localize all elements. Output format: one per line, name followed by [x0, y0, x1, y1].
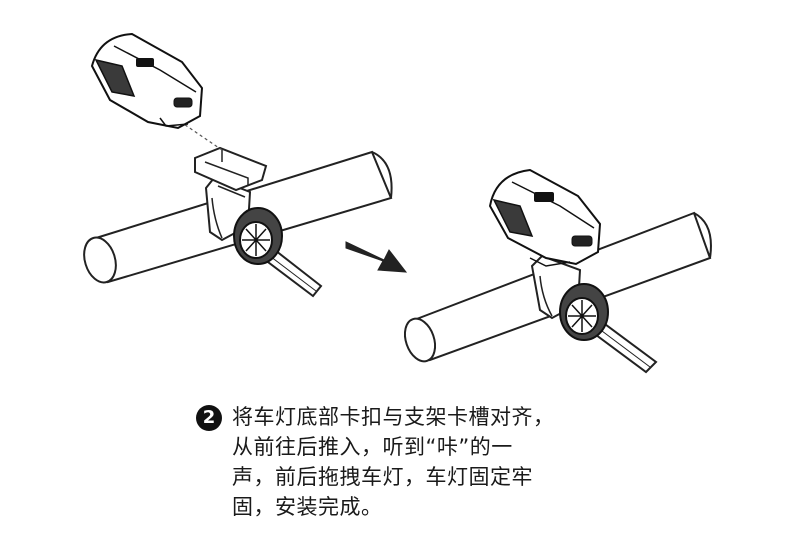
left-assembly: [83, 32, 393, 298]
instruction-line: 从前往后推入，听到“咔”的一: [232, 435, 513, 459]
right-knob: [559, 283, 609, 341]
left-mount-bracket: [194, 146, 268, 192]
instruction-line: 将车灯底部卡扣与支架卡槽对齐，: [232, 405, 555, 429]
instruction-line: 声，前后拖拽车灯，车灯固定牢: [232, 465, 533, 489]
installation-diagram: [83, 32, 712, 374]
left-knob: [233, 207, 283, 265]
instruction-line: 固，安装完成。: [232, 495, 383, 519]
right-assembly: [403, 168, 712, 374]
left-headlight: [90, 32, 204, 130]
step-number-badge: 2: [196, 405, 222, 431]
step-instructions: 将车灯底部卡扣与支架卡槽对齐， 从前往后推入，听到“咔”的一 声，前后拖拽车灯，…: [232, 402, 555, 522]
direction-arrow: [345, 241, 408, 273]
right-headlight: [488, 168, 602, 267]
